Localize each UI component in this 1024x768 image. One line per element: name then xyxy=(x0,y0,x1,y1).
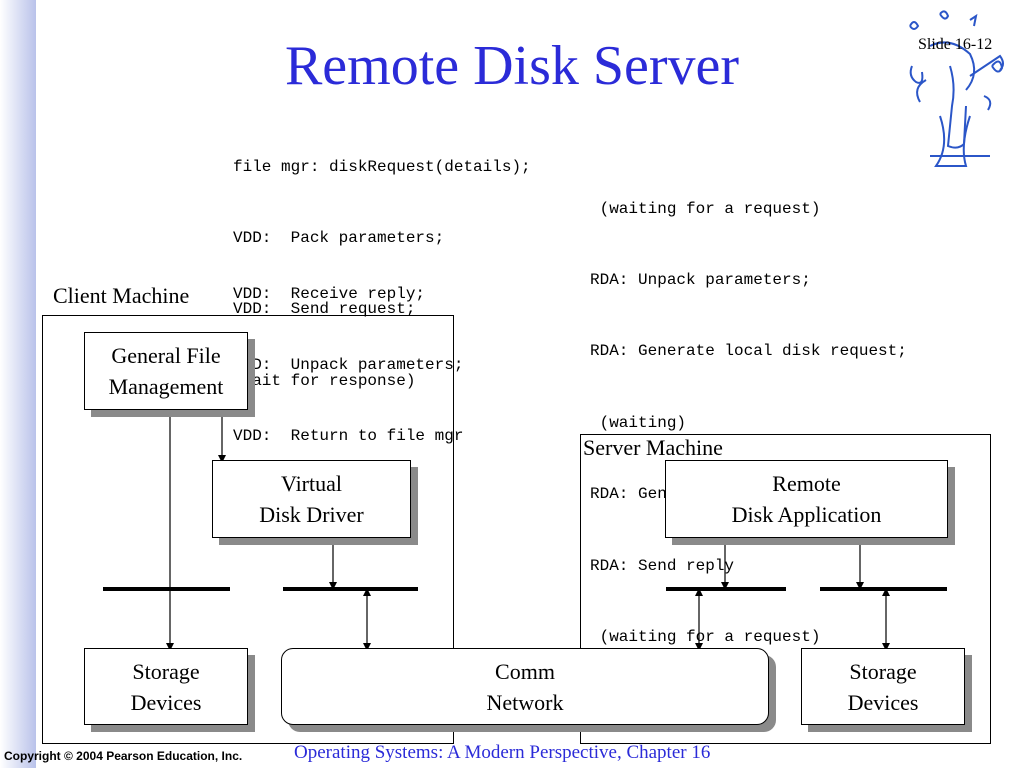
server-machine-frame xyxy=(580,434,991,744)
client-code-block-1: file mgr: diskRequest(details); VDD: Pac… xyxy=(233,108,531,417)
client-code-line: VDD: Receive reply; xyxy=(233,284,426,303)
client-bus-bar-right xyxy=(283,587,418,591)
server-code-line: (waiting for a request) xyxy=(590,199,821,218)
client-machine-frame xyxy=(42,315,454,744)
virtual-disk-driver-box: Virtual Disk Driver xyxy=(212,460,411,538)
client-machine-label: Client Machine xyxy=(53,283,190,308)
server-code-block: (waiting for a request) RDA: Unpack para… xyxy=(590,150,907,674)
box-label: Storage xyxy=(132,658,200,684)
server-code-line: (waiting for a request) xyxy=(590,627,821,646)
slide-number: Slide 16-12 xyxy=(918,36,993,53)
server-code-line: RDA: Generate local disk request; xyxy=(590,342,907,361)
remote-disk-application-box: Remote Disk Application xyxy=(665,460,948,538)
server-code-line: RDA: Unpack parameters; xyxy=(590,270,811,289)
box-label: Management xyxy=(108,374,224,399)
client-storage-devices-box: Storage Devices xyxy=(84,648,248,725)
general-file-management-box: General File Management xyxy=(84,332,248,410)
box-label: Devices xyxy=(130,689,202,715)
client-code-line: file mgr: diskRequest(details); xyxy=(233,157,531,176)
client-code-line: VDD: Return to file mgr xyxy=(233,427,464,446)
client-code-line: VDD: Pack parameters; xyxy=(233,228,445,247)
side-gradient-bar xyxy=(0,0,36,768)
box-label: Disk Application xyxy=(731,502,882,527)
comm-network-box: Comm Network xyxy=(281,648,769,725)
book-title-footer: Operating Systems: A Modern Perspective,… xyxy=(294,742,711,763)
box-label: Remote xyxy=(772,471,841,496)
box-label: Network xyxy=(486,689,564,715)
box-label: Storage xyxy=(849,658,917,684)
server-bus-bar-right xyxy=(820,587,947,591)
server-bus-bar-left xyxy=(666,587,786,591)
composer-logo-icon xyxy=(909,10,1004,167)
slide-title: Remote Disk Server xyxy=(284,35,740,97)
server-code-line: (waiting) xyxy=(590,413,687,432)
copyright-notice: Copyright © 2004 Pearson Education, Inc. xyxy=(4,749,243,763)
server-storage-devices-box: Storage Devices xyxy=(801,648,965,725)
box-label: Disk Driver xyxy=(259,502,364,527)
box-label: Comm xyxy=(495,658,555,684)
box-label: Devices xyxy=(847,689,919,715)
box-label: Virtual xyxy=(281,471,342,496)
box-label: General File xyxy=(111,343,221,368)
client-bus-bar-left xyxy=(103,587,230,591)
server-machine-label: Server Machine xyxy=(583,435,723,460)
client-code-line: VDD: Send request; xyxy=(233,300,416,319)
